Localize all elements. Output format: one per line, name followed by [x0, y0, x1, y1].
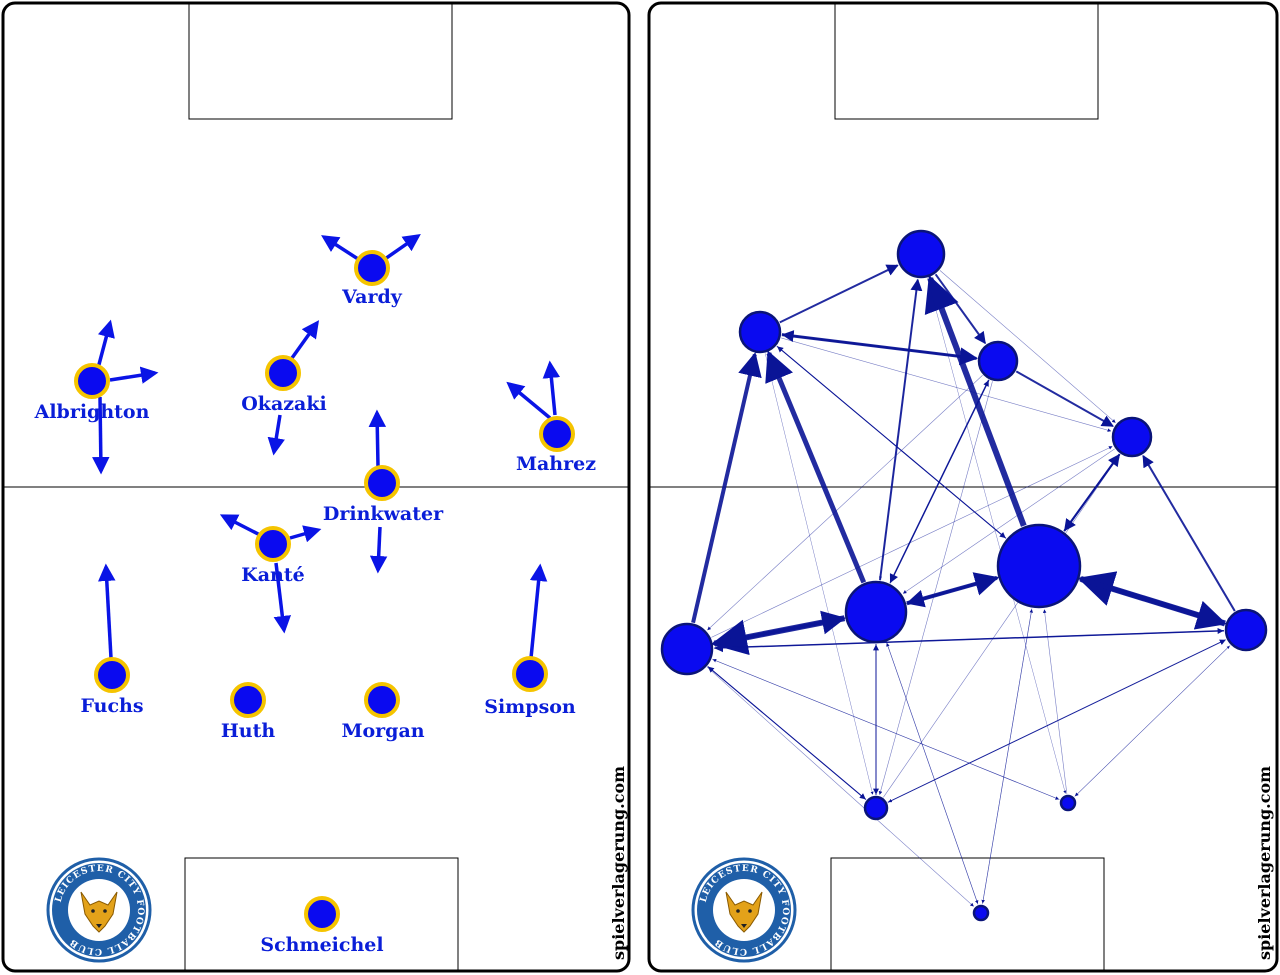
network-node-vardy [896, 229, 946, 279]
movement-arrow [109, 366, 159, 384]
network-nodes [660, 229, 1268, 922]
pass-edge [878, 278, 919, 580]
pass-edge [1074, 645, 1230, 797]
movement-arrow [542, 360, 561, 416]
movement-arrow [369, 526, 388, 574]
network-node-alb [738, 310, 782, 354]
pass-edge [927, 278, 1067, 794]
network-panel: spielverlagerung.com LEICESTER CITY FOOT… [647, 1, 1279, 973]
movement-arrow [92, 396, 110, 475]
bottom-penalty-box-right [830, 857, 1105, 972]
player-label-vardy: Vardy [341, 286, 403, 308]
network-node-schmeichel [972, 904, 990, 922]
movement-arrow [290, 320, 320, 360]
pass-edge [934, 273, 986, 345]
player-marker-drinkwater [364, 465, 400, 501]
pass-edge [779, 264, 899, 324]
pass-edge [711, 446, 1113, 638]
player-marker-fuchs [94, 657, 130, 693]
player-label-huth: Huth [221, 720, 276, 742]
movement-arrow [273, 562, 292, 634]
network-node-oka [977, 340, 1019, 382]
movement-arrow [506, 381, 552, 420]
player-label-kante: Kanté [241, 564, 305, 586]
pass-edge [781, 330, 978, 360]
pass-edge [781, 337, 1112, 432]
player-marker-kante [255, 526, 291, 562]
pass-edge [1015, 370, 1114, 428]
fox-icon [725, 891, 763, 933]
pass-edge [1142, 454, 1236, 612]
player-label-simpson: Simpson [484, 696, 576, 718]
player-marker-mahrez [539, 416, 575, 452]
pass-edge [981, 608, 1033, 904]
pass-edge [707, 375, 983, 631]
club-crest-left: LEICESTER CITY FOOTBALL CLUB [46, 857, 152, 963]
player-marker-simpson [512, 656, 548, 692]
movement-arrow [529, 563, 548, 659]
player-marker-morgan [364, 682, 400, 718]
player-marker-schmeichel [304, 896, 340, 932]
pass-edge [707, 665, 866, 800]
formation-panel: Vardy Albrighton Okazaki Mahrez Drinkwat… [1, 1, 631, 973]
pass-edge [888, 639, 1227, 803]
player-label-albrighton: Albrighton [34, 401, 150, 423]
pass-edge [886, 642, 979, 904]
player-marker-okazaki [265, 355, 301, 391]
movement-arrow [267, 414, 285, 456]
player-label-morgan: Morgan [341, 720, 424, 742]
movement-arrow [219, 514, 263, 538]
network-node-huth [863, 795, 889, 821]
player-marker-albrighton [74, 363, 110, 399]
pass-edge [765, 350, 867, 584]
movement-arrow [289, 525, 322, 543]
pass-edge [777, 346, 1007, 539]
player-label-drinkwater: Drinkwater [323, 503, 444, 525]
player-label-fuchs: Fuchs [80, 695, 143, 717]
fox-icon [80, 891, 118, 933]
player-label-okazaki: Okazaki [241, 393, 327, 415]
network-node-fuchs [660, 622, 714, 676]
network-node-mah [1111, 416, 1153, 458]
player-label-mahrez: Mahrez [516, 453, 596, 475]
movement-arrow [98, 563, 116, 659]
player-marker-vardy [354, 250, 390, 286]
movement-arrow [95, 319, 115, 373]
pass-edge [713, 610, 846, 646]
pass-edge [924, 274, 1027, 527]
watermark-left: spielverlagerung.com [609, 766, 628, 960]
network-node-simpson [1224, 608, 1268, 652]
pass-edge [902, 448, 1115, 594]
pass-edge [1042, 609, 1068, 795]
network-node-kante [844, 580, 908, 644]
pass-edge [1063, 453, 1120, 532]
pass-edge [939, 270, 1116, 423]
pass-edge [711, 658, 1060, 800]
player-marker-huth [230, 682, 266, 718]
bottom-penalty-box [184, 857, 459, 972]
pass-edge [1079, 576, 1227, 630]
pass-edge [883, 454, 1120, 798]
network-node-drink [996, 523, 1082, 609]
network-node-morgan [1059, 794, 1077, 812]
top-penalty-box [188, 2, 453, 120]
pass-edge [906, 576, 999, 608]
formation-players [74, 250, 575, 932]
club-crest-right: LEICESTER CITY FOOTBALL CLUB [691, 857, 797, 963]
pass-edge [706, 666, 974, 907]
top-penalty-box-right [834, 2, 1099, 120]
movement-arrows [92, 234, 561, 659]
pass-edge [764, 353, 874, 795]
watermark-right: spielverlagerung.com [1255, 766, 1274, 960]
pass-edge [713, 627, 1224, 649]
network-edges [691, 264, 1236, 907]
movement-arrow [368, 409, 387, 467]
pass-edge [691, 352, 762, 624]
player-label-schmeichel: Schmeichel [260, 934, 383, 956]
